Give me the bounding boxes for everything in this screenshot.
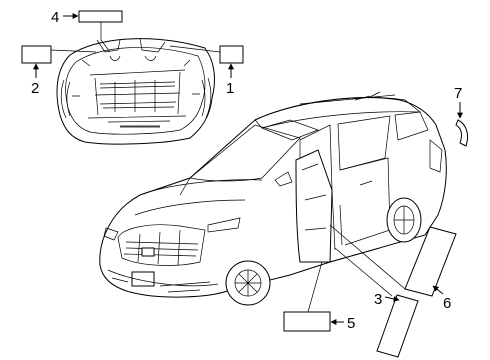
vehicle-grille xyxy=(117,224,206,266)
leader-4 xyxy=(100,22,111,53)
callout-2: 2 xyxy=(31,80,39,97)
vehicle-grille-mesh xyxy=(123,229,199,266)
vehicle-tail-light xyxy=(429,139,443,173)
hood-outline xyxy=(56,38,215,145)
arrow-6 xyxy=(432,285,444,295)
vehicle-open-door xyxy=(295,149,333,263)
callout-3: 3 xyxy=(374,291,382,308)
leader-5 xyxy=(307,261,323,313)
label-part-7 xyxy=(455,119,469,147)
leader-1 xyxy=(169,45,221,53)
vehicle-suv xyxy=(99,91,447,306)
vehicle-license-plate xyxy=(131,271,155,287)
vehicle-quarter-window xyxy=(394,111,429,141)
label-part-4 xyxy=(78,10,123,23)
vehicle-door-jamb xyxy=(329,189,381,263)
hood-frame xyxy=(87,69,187,119)
leader-2 xyxy=(50,49,97,53)
vehicle-mirror xyxy=(274,171,293,187)
hood-assembly xyxy=(56,37,215,145)
vehicle-rear-window xyxy=(337,115,391,171)
vehicle-windshield xyxy=(189,124,301,182)
hood-ribs xyxy=(99,81,176,128)
vehicle-lower-bumper xyxy=(107,269,219,293)
vehicle-roof-rail xyxy=(299,91,396,105)
label-part-5 xyxy=(283,311,331,332)
vehicle-rear-door xyxy=(339,157,391,246)
callout-1: 1 xyxy=(226,80,234,97)
hood-hinge-right xyxy=(201,77,212,119)
callout-6: 6 xyxy=(443,295,451,312)
label-part-1 xyxy=(219,45,244,64)
vehicle-hood-panel xyxy=(134,177,263,216)
callout-4: 4 xyxy=(51,9,59,26)
label-part-2 xyxy=(21,45,52,64)
vehicle-headlight-left xyxy=(103,227,119,241)
hood-hinge-left xyxy=(60,79,71,119)
vehicle-sunroof xyxy=(260,119,320,141)
leader-6 xyxy=(329,224,406,290)
callout-5: 5 xyxy=(347,315,355,332)
leader-3 xyxy=(334,247,393,297)
vehicle-emblem xyxy=(141,247,155,257)
label-part-3 xyxy=(376,294,419,358)
callout-7: 7 xyxy=(454,85,462,102)
vehicle-headlight-right xyxy=(207,217,241,233)
hood-top-details xyxy=(72,37,200,97)
arrow-3 xyxy=(384,295,400,302)
label-part-6 xyxy=(404,226,457,297)
door-panel-lines xyxy=(301,163,327,231)
